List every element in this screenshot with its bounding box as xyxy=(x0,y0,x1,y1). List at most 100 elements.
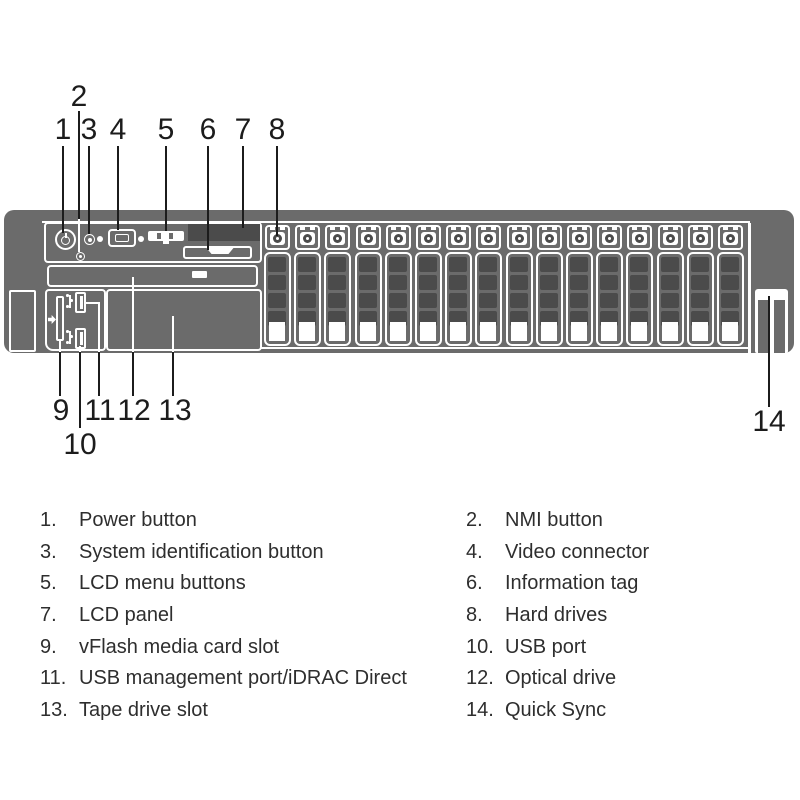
legend-item: 8.Hard drives xyxy=(466,600,750,632)
drive-carrier-body xyxy=(596,252,624,346)
legend-item: 13.Tape drive slot xyxy=(40,695,466,727)
drive-label-area xyxy=(510,322,527,341)
callout-number: 1 xyxy=(54,113,72,146)
usb-icon xyxy=(66,330,73,346)
drive-bay xyxy=(445,224,473,348)
callout-number: 10 xyxy=(63,428,97,461)
callout-number: 11 xyxy=(84,394,116,427)
drive-label-area xyxy=(661,322,678,341)
callout-number: 13 xyxy=(158,394,192,427)
drive-handle xyxy=(355,225,381,250)
legend-label: LCD menu buttons xyxy=(79,572,246,595)
legend-label: NMI button xyxy=(505,509,603,531)
screw-icon xyxy=(138,236,144,242)
top-bezel-line xyxy=(42,221,750,223)
drive-release-button-icon xyxy=(390,232,406,245)
optical-drive-bay xyxy=(47,265,258,287)
drive-bay xyxy=(475,224,503,348)
legend-label: USB management port/iDRAC Direct xyxy=(79,667,407,690)
drive-bay xyxy=(505,224,534,348)
legend-label: Video connector xyxy=(505,540,650,563)
drive-carrier-body xyxy=(475,252,503,346)
callout-number: 5 xyxy=(157,113,175,146)
drive-carrier-body xyxy=(294,252,322,346)
legend-label: LCD panel xyxy=(79,604,174,627)
drive-handle xyxy=(295,225,321,250)
drive-carrier-body xyxy=(445,252,473,346)
drive-release-button-icon xyxy=(662,232,678,245)
drive-label-area xyxy=(359,322,376,341)
drive-handle xyxy=(536,225,562,250)
vflash-icon xyxy=(48,315,56,324)
drive-carrier-body xyxy=(324,252,352,346)
drive-handle xyxy=(325,225,351,250)
drive-bay xyxy=(596,224,624,348)
drive-carrier-body xyxy=(686,252,714,346)
drive-carrier-body xyxy=(626,252,654,346)
drive-release-button-icon xyxy=(632,232,648,245)
drive-carrier-body xyxy=(505,252,533,346)
drive-bay xyxy=(686,224,715,348)
legend-label: vFlash media card slot xyxy=(79,635,280,658)
legend-item: 3.System identification button xyxy=(40,537,466,569)
drive-label-area xyxy=(691,322,708,341)
drive-carrier-body xyxy=(415,252,442,346)
drive-release-button-icon xyxy=(360,232,376,245)
drive-bay xyxy=(535,224,564,348)
legend-number: 8. xyxy=(466,604,483,627)
drive-bay xyxy=(717,224,745,348)
callout-number: 8 xyxy=(268,113,286,146)
usb-icon xyxy=(66,294,73,310)
drive-label-area xyxy=(631,322,648,341)
legend-item: 9.vFlash media card slot xyxy=(40,632,466,664)
legend-item: 11.USB management port/iDRAC Direct xyxy=(40,663,466,695)
callout-number: 3 xyxy=(80,113,98,146)
drive-handle xyxy=(446,225,472,250)
power-button-icon xyxy=(55,229,76,250)
drive-handle xyxy=(597,225,623,250)
legend-number: 14. xyxy=(466,699,494,722)
quick-sync-module xyxy=(755,289,788,353)
drive-handle xyxy=(265,225,290,250)
drive-handle xyxy=(657,225,683,250)
legend-item: 10.USB port xyxy=(466,632,750,664)
drive-handle xyxy=(506,225,532,250)
leader-line xyxy=(132,352,134,396)
drive-release-button-icon xyxy=(541,232,557,245)
drive-release-button-icon xyxy=(692,232,708,245)
legend-number: 1. xyxy=(40,509,57,531)
vflash-media-card-slot xyxy=(56,296,64,341)
lcd-panel xyxy=(188,224,260,241)
drive-carrier-body xyxy=(384,252,412,346)
information-tag-grip xyxy=(205,247,235,254)
io-panel xyxy=(45,289,106,351)
legend-number: 2. xyxy=(466,509,483,531)
drive-label-area xyxy=(389,322,406,341)
drive-release-button-icon xyxy=(511,232,527,245)
legend-number: 7. xyxy=(40,604,57,627)
legend-item: 12.Optical drive xyxy=(466,663,750,695)
right-ear-divider-line xyxy=(748,223,751,353)
drive-carrier-body xyxy=(264,252,291,346)
drive-bay xyxy=(415,224,443,348)
usb-management-port xyxy=(75,292,86,313)
drive-release-button-icon xyxy=(270,232,285,245)
drive-release-button-icon xyxy=(602,232,618,245)
legend-number: 6. xyxy=(466,572,483,595)
drive-release-button-icon xyxy=(451,232,467,245)
drive-strip xyxy=(264,224,748,348)
drive-label-area xyxy=(299,322,316,341)
video-connector-icon xyxy=(108,229,136,247)
drive-bay xyxy=(324,224,352,348)
callout-number: 14 xyxy=(752,405,786,438)
drive-label-area xyxy=(420,322,436,341)
optical-eject-button-icon xyxy=(192,271,207,278)
callout-number: 4 xyxy=(109,113,127,146)
legend-label: System identification button xyxy=(79,540,324,563)
drive-handle xyxy=(567,225,592,250)
legend-row: 7. LCD panel 8.Hard drives xyxy=(40,600,750,632)
